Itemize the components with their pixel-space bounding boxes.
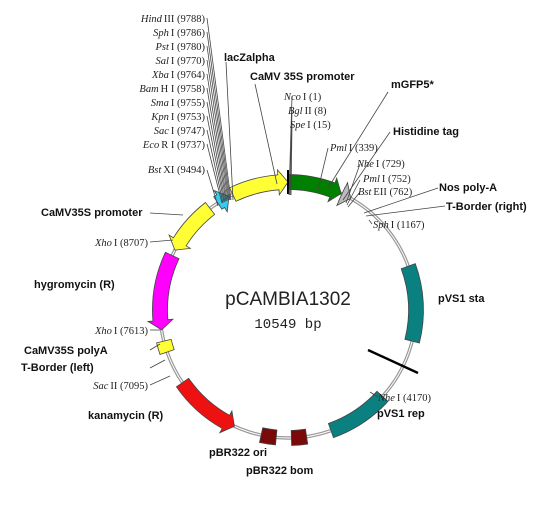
label-pvs1-rep: pVS1 rep [377, 408, 425, 420]
label-mgfp5: mGFP5* [391, 79, 435, 91]
label-hygromycin: hygromycin (R) [34, 279, 115, 291]
label-pbr322-ori: pBR322 ori [209, 447, 267, 459]
plasmid-name: pCAMBIA1302 [225, 289, 351, 310]
feature-labels: lacZalpha CaMV 35S promoter mGFP5* Histi… [21, 52, 527, 477]
label-t-border-left: T-Border (left) [21, 362, 94, 374]
feature-pvs1-rep [327, 390, 389, 439]
label-pbr322-bom: pBR322 bom [246, 465, 313, 477]
plasmid-size: 10549 bp [254, 317, 321, 333]
label-pvs1-sta: pVS1 sta [438, 293, 485, 305]
label-camv35s-promoter-2: CaMV35S promoter [41, 207, 143, 219]
feature-pvs1-sta [400, 263, 424, 344]
label-camv35s-polya: CaMV35S polyA [24, 345, 108, 357]
feature-camv35s-promoter-2 [168, 201, 216, 251]
label-lacz: lacZalpha [224, 52, 276, 64]
feature-pbr322-ori [259, 427, 278, 446]
leader-lines [149, 17, 446, 398]
feature-mgfp5 [287, 174, 342, 203]
feature-kanamycin [175, 377, 235, 434]
feature-camv35s-polya [156, 338, 175, 356]
label-kanamycin: kanamycin (R) [88, 410, 164, 422]
junction-marker [367, 348, 419, 375]
feature-hygromycin [146, 251, 180, 331]
label-t-border-right: T-Border (right) [446, 201, 527, 213]
label-his-tag: Histidine tag [393, 126, 459, 138]
label-nos-polya: Nos poly-A [439, 182, 497, 194]
feature-camv35s-promoter-1 [228, 168, 289, 202]
label-camv35s-promoter-1: CaMV 35S promoter [250, 71, 355, 83]
feature-pbr322-bom [290, 428, 309, 446]
feature-layer [146, 168, 424, 446]
